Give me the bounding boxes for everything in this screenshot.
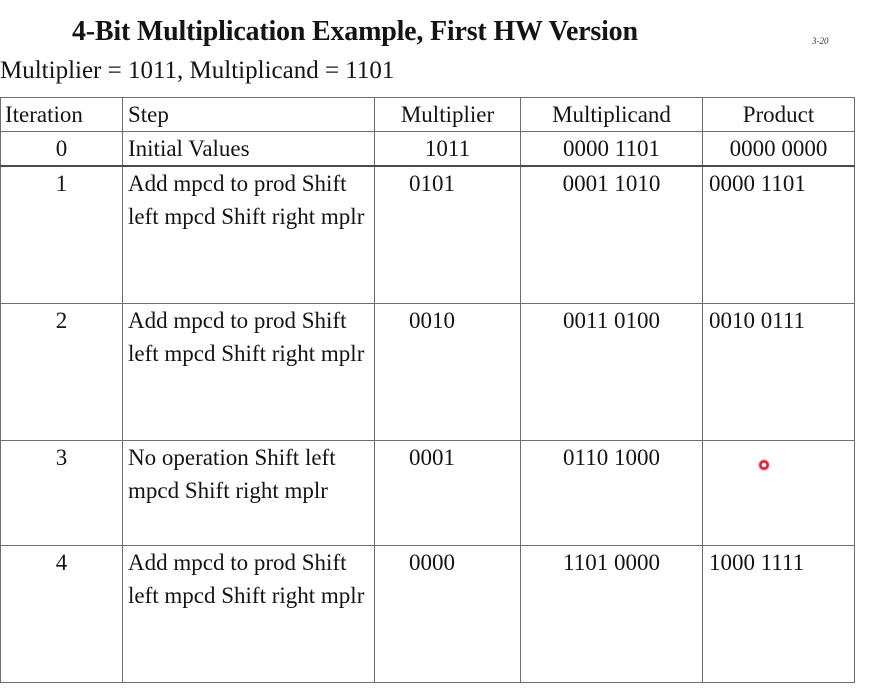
cell-iteration: 2 [0, 303, 123, 441]
page-number: 3-20 [812, 36, 829, 46]
header-step: Step [122, 97, 375, 132]
cell-multiplicand: 0110 1000 [520, 440, 703, 546]
pointer-cursor-icon [758, 459, 770, 471]
table-header-row: Iteration Step Multiplier Multiplicand P… [0, 97, 855, 132]
header-multiplier: Multiplier [374, 97, 521, 132]
table-row: 0 Initial Values 1011 0000 1101 0000 000… [0, 131, 855, 167]
table-row: 1 Add mpcd to prod Shift left mpcd Shift… [0, 165, 855, 304]
table-row: 2 Add mpcd to prod Shift left mpcd Shift… [0, 303, 855, 441]
cell-step: Add mpcd to prod Shift left mpcd Shift r… [122, 545, 375, 683]
table-row: 4 Add mpcd to prod Shift left mpcd Shift… [0, 545, 855, 683]
cell-product: 0000 1101 [702, 165, 855, 304]
cell-product: 0000 0000 [702, 131, 855, 167]
multiplication-table: Iteration Step Multiplier Multiplicand P… [0, 97, 855, 683]
cell-multiplier: 0101 [374, 165, 521, 304]
table-row: 3 No operation Shift left mpcd Shift rig… [0, 440, 855, 546]
header-product: Product [702, 97, 855, 132]
cell-step: Add mpcd to prod Shift left mpcd Shift r… [122, 303, 375, 441]
cell-multiplier: 0001 [374, 440, 521, 546]
cell-step: Initial Values [122, 131, 375, 167]
cell-step: No operation Shift left mpcd Shift right… [122, 440, 375, 546]
cell-product: 1000 1111 [702, 545, 855, 683]
cell-iteration: 1 [0, 165, 123, 304]
slide-title: 4-Bit Multiplication Example, First HW V… [72, 16, 638, 47]
cell-multiplicand: 1101 0000 [520, 545, 703, 683]
cell-multiplier: 0010 [374, 303, 521, 441]
cell-iteration: 0 [0, 131, 123, 167]
cell-iteration: 4 [0, 545, 123, 683]
cell-multiplicand: 0011 0100 [520, 303, 703, 441]
cell-multiplier: 1011 [374, 131, 521, 167]
slide-subtitle: Multiplier = 1011, Multiplicand = 1101 [0, 57, 395, 84]
cell-product [702, 440, 855, 546]
cell-multiplicand: 0001 1010 [520, 165, 703, 304]
cell-multiplicand: 0000 1101 [520, 131, 703, 167]
cell-step: Add mpcd to prod Shift left mpcd Shift r… [122, 165, 375, 304]
cell-iteration: 3 [0, 440, 123, 546]
cell-product: 0010 0111 [702, 303, 855, 441]
header-iteration: Iteration [0, 97, 123, 132]
cell-multiplier: 0000 [374, 545, 521, 683]
header-multiplicand: Multiplicand [520, 97, 703, 132]
